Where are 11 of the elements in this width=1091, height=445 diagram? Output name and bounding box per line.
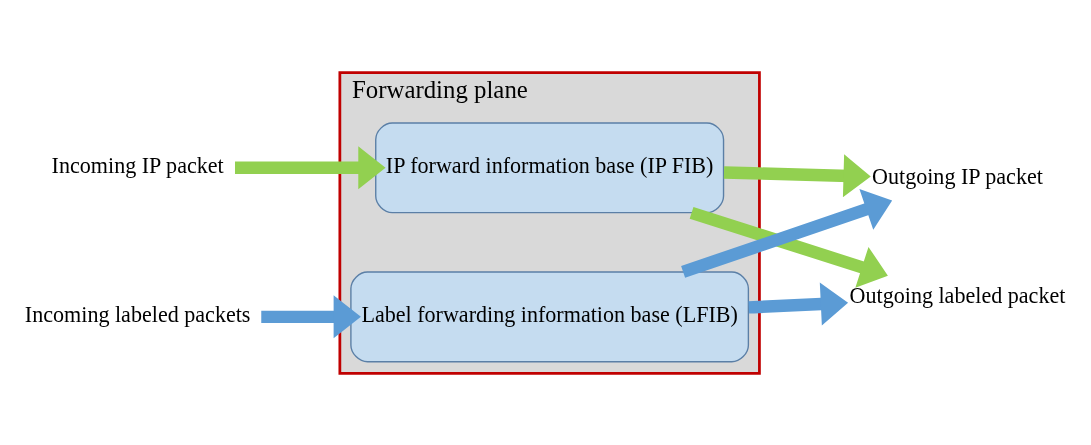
arrow [748, 282, 849, 325]
node-box: IP forward information base (IP FIB) [375, 121, 725, 213]
arrow [235, 145, 386, 189]
node-text: Outgoing labeled packet [849, 282, 1066, 308]
node-box: Label forwarding information base (LFIB) [350, 270, 750, 362]
arrow [261, 294, 361, 338]
arrow [723, 153, 871, 197]
arrow [689, 206, 888, 288]
node-text: Incoming IP packet [51, 152, 224, 178]
node-text: Outgoing IP packet [872, 163, 1043, 189]
node-text: Incoming labeled packets [24, 301, 251, 327]
